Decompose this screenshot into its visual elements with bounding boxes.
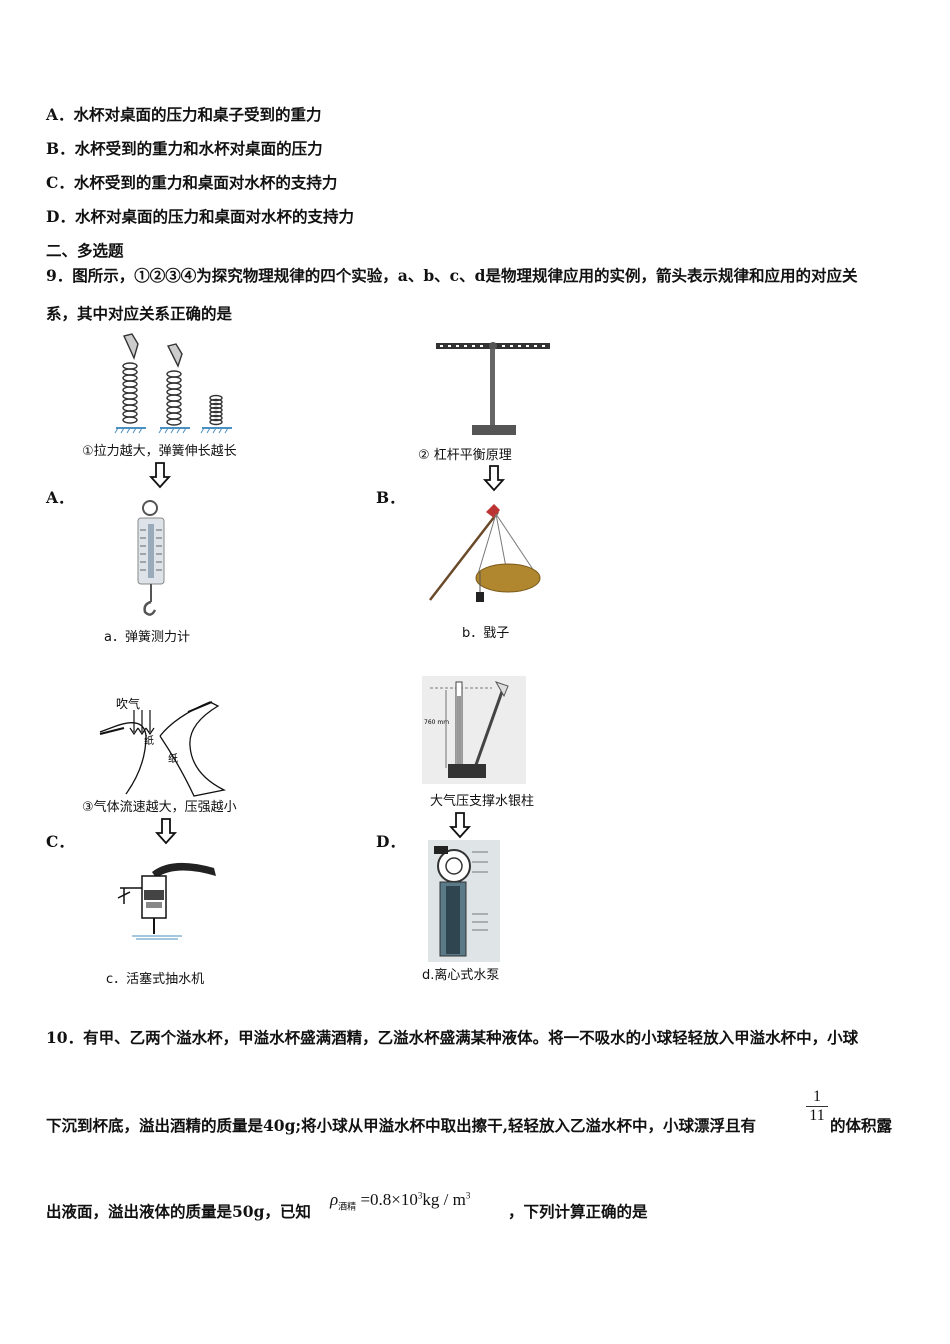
caption-experiment-4: 大气压支撑水银柱 — [430, 794, 535, 809]
panel-label-c: C． — [46, 832, 74, 851]
q10-stem-line1: 10．有甲、乙两个溢水杯，甲溢水杯盛满酒精，乙溢水杯盛满某种液体。将一不吸水的小… — [46, 1028, 859, 1047]
piston-pump-figure — [117, 862, 216, 940]
q10-line2-end: 的体积露 — [830, 1116, 893, 1135]
option-d-q8: D．水杯对桌面的压力和桌面对水杯的支持力 — [46, 205, 354, 227]
q10-stem-line3: 出液面，溢出液体的质量是50g，已知 — [46, 1202, 311, 1221]
paper-label-2: 纸 — [168, 752, 178, 765]
caption-application-d: d.离心式水泵 — [422, 968, 500, 983]
option-c-q8: C．水杯受到的重力和桌面对水杯的支持力 — [46, 171, 337, 193]
panel-label-b: B． — [376, 488, 405, 507]
fraction-denominator: 11 — [809, 1107, 825, 1124]
blow-label: 吹气 — [116, 696, 140, 711]
formula-unit: kg / m — [422, 1190, 466, 1209]
q9-stem-line2: 系，其中对应关系正确的是 — [46, 304, 233, 323]
panel-label-d: D． — [376, 832, 405, 851]
rho-subscript: 酒精 — [338, 1201, 357, 1212]
option-label: B． — [46, 139, 75, 158]
section-title: 二、多选题 — [46, 241, 124, 260]
caption-application-a: a．弹簧测力计 — [104, 630, 190, 645]
option-text: 水杯受到的重力和水杯对桌面的压力 — [74, 139, 323, 158]
down-arrow-icon — [148, 462, 172, 489]
q10-line3-end: ，下列计算正确的是 — [508, 1202, 648, 1221]
panel-label-a: A． — [46, 488, 74, 507]
option-text: 水杯受到的重力和桌面对水杯的支持力 — [73, 173, 338, 192]
option-a-q8: A．水杯对桌面的压力和桌子受到的重力 — [46, 103, 322, 125]
formula-value: =0.8×10 — [360, 1190, 418, 1209]
lever-figure — [436, 342, 550, 435]
caption-experiment-3: ③气体流速越大，压强越小 — [82, 800, 237, 815]
centrifugal-pump-figure — [428, 840, 500, 962]
blowing-paper-figure: 吹气 纸 纸 — [99, 696, 226, 797]
fraction-one-eleventh: 1 11 — [806, 1088, 828, 1125]
down-arrow-icon — [154, 818, 178, 845]
caption-experiment-1: ①拉力越大，弹簧伸长越长 — [82, 444, 237, 459]
formula-exponent: 3 — [417, 1190, 423, 1201]
fraction-numerator: 1 — [806, 1088, 828, 1107]
q10-line2-text: 下沉到杯底，溢出酒精的质量是40g;将小球从甲溢水杯中取出擦干,轻轻放入乙溢水杯… — [46, 1116, 757, 1135]
spring-scale-figure — [137, 500, 165, 616]
option-label: C． — [46, 173, 74, 192]
option-label: A． — [46, 105, 74, 124]
steelyard-figure — [429, 504, 541, 602]
caption-application-c: c．活塞式抽水机 — [106, 972, 205, 987]
mm-label: 760 mm — [424, 719, 449, 726]
down-arrow-icon — [482, 465, 506, 492]
option-text: 水杯对桌面的压力和桌子受到的重力 — [73, 105, 322, 124]
caption-application-b: b．戥子 — [462, 626, 510, 641]
option-b-q8: B．水杯受到的重力和水杯对桌面的压力 — [46, 137, 323, 159]
q10-stem-line2: 下沉到杯底，溢出酒精的质量是40g;将小球从甲溢水杯中取出擦干,轻轻放入乙溢水杯… — [46, 1114, 756, 1136]
rho-symbol: ρ — [330, 1190, 339, 1209]
q9-stem-line1: 9．图所示，①②③④为探究物理规律的四个实验，a、b、c、d是物理规律应用的实例… — [46, 266, 858, 285]
springs-figure — [114, 333, 232, 434]
option-label: D． — [46, 207, 75, 226]
density-formula: ρ酒精 =0.8×103kg / m3 — [330, 1190, 470, 1212]
formula-unit-exponent: 3 — [465, 1190, 471, 1201]
torricelli-figure: 760 mm — [422, 676, 526, 784]
down-arrow-icon — [448, 812, 472, 839]
caption-experiment-2: ② 杠杆平衡原理 — [418, 448, 512, 463]
option-text: 水杯对桌面的压力和桌面对水杯的支持力 — [74, 207, 354, 226]
paper-label-1: 纸 — [144, 734, 154, 747]
